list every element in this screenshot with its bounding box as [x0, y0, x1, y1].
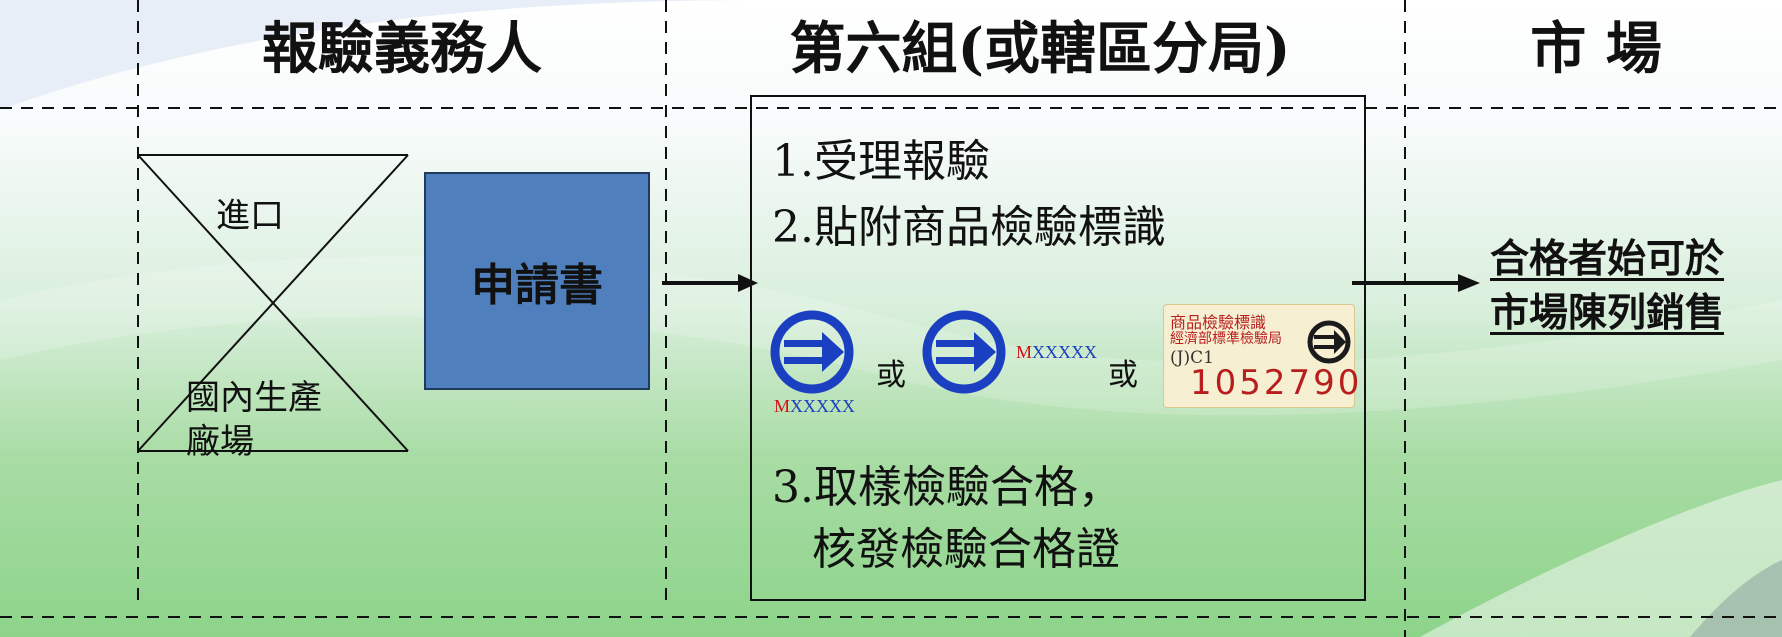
process-box	[750, 95, 1366, 601]
column-header-applicant: 報驗義務人	[262, 16, 542, 82]
market-result-line2: 市場陳列銷售	[1490, 290, 1725, 336]
source-label-domestic: 國內生產 廠場	[186, 378, 322, 462]
market-result-line1: 合格者始可於	[1490, 236, 1725, 282]
process-step-3-line2: 核發檢驗合格證	[812, 524, 1120, 575]
source-label-import: 進口	[216, 196, 284, 236]
inspection-mark-code-2: MXXXXX	[1016, 342, 1097, 363]
stamp-number: 1052790	[1190, 363, 1363, 403]
mark-code-prefix: M	[1016, 342, 1033, 362]
or-text-2: 或	[1108, 358, 1138, 393]
process-step-3-line1: 3.取樣檢驗合格，	[772, 462, 1122, 513]
process-step-2: 2.貼附商品檢驗標識	[772, 202, 1166, 253]
application-form-box: 申請書	[424, 172, 650, 390]
column-header-market: 市 場	[1530, 16, 1662, 82]
process-step-1: 1.受理報驗	[772, 136, 990, 187]
mark-code-prefix: M	[774, 396, 791, 416]
column-header-bureau: 第六組(或轄區分局)	[789, 16, 1291, 82]
inspection-stamp-label: 商品檢驗標識 經濟部標準檢驗局 (J)C1 1052790	[1163, 304, 1359, 408]
stamp-agency: 經濟部標準檢驗局	[1170, 331, 1282, 347]
mark-code-suffix: XXXXX	[790, 396, 856, 416]
inspection-mark-code-1: MXXXXX	[774, 396, 855, 417]
or-text-1: 或	[876, 358, 906, 393]
stamp-title: 商品檢驗標識	[1170, 313, 1267, 332]
stamp-mark-icon	[1307, 320, 1351, 364]
mark-code-suffix: XXXXX	[1032, 342, 1098, 362]
stamp-code: (J)C1	[1170, 348, 1214, 368]
